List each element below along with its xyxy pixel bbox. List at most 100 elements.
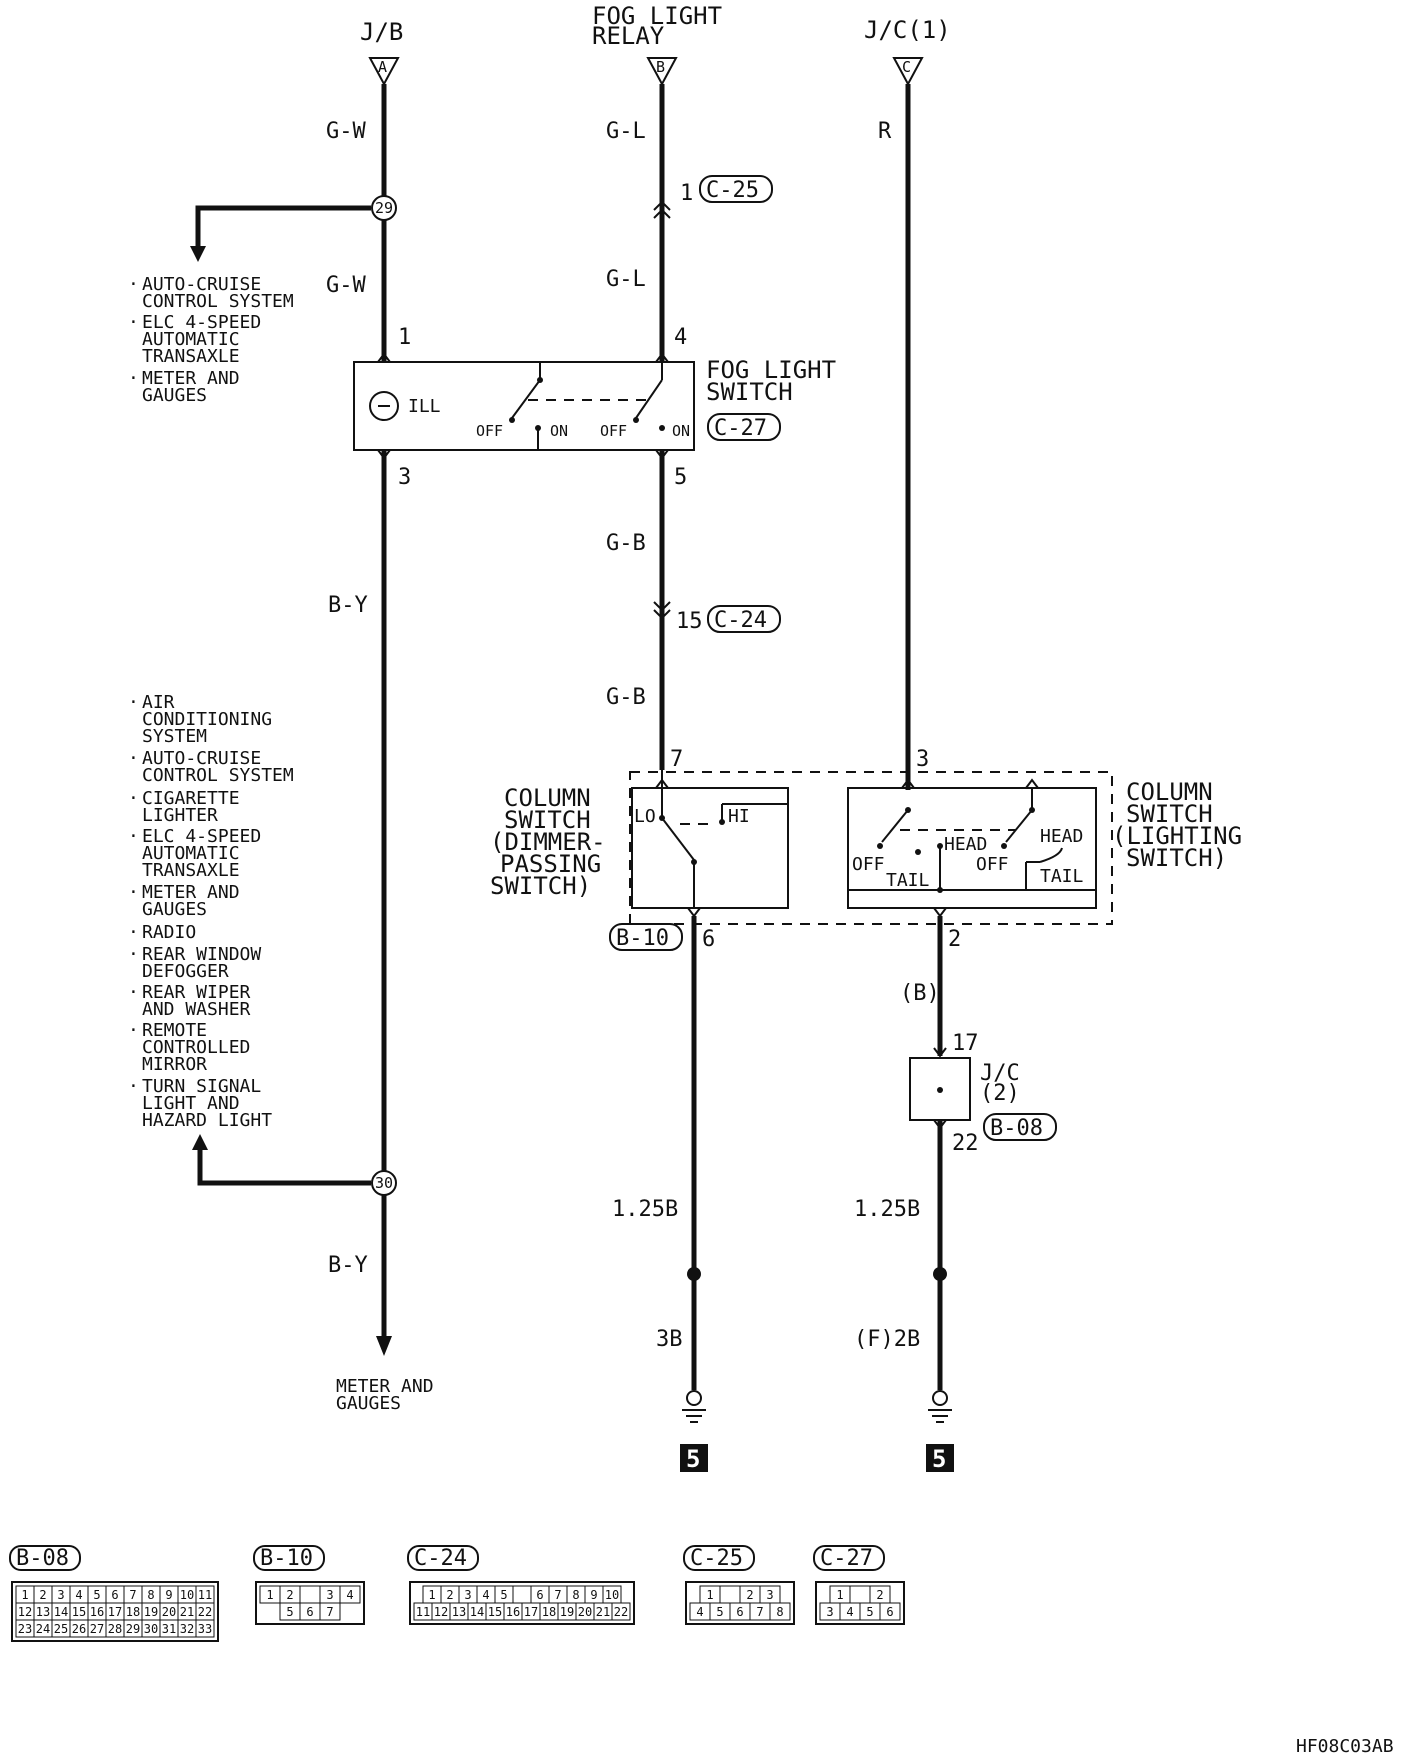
- dimmer-title-5: SWITCH): [490, 872, 591, 900]
- connector-pin-number: 11: [416, 1605, 430, 1619]
- svg-text:·: ·: [128, 982, 139, 1003]
- terminal-c: J/C(1) C: [864, 16, 951, 87]
- wire-a-color-bottom: B-Y: [328, 1253, 368, 1278]
- dimmer-hi: HI: [728, 806, 750, 827]
- wire-a-color-mid: G-W: [326, 273, 366, 298]
- pin-col-7: 7: [670, 747, 683, 772]
- connector-pin-number: 6: [111, 1588, 118, 1602]
- svg-text:CONDITIONING: CONDITIONING: [142, 709, 272, 730]
- svg-text:·: ·: [128, 944, 139, 965]
- fog-switch-title-2: SWITCH: [706, 378, 793, 406]
- svg-text:METER AND: METER AND: [142, 882, 240, 903]
- svg-text:AIR: AIR: [142, 692, 175, 713]
- connector-view-label: C-27: [820, 1546, 873, 1571]
- svg-text:GAUGES: GAUGES: [142, 385, 207, 406]
- connector-pin-number: 26: [72, 1622, 86, 1636]
- svg-text:REAR WIPER: REAR WIPER: [142, 982, 251, 1003]
- drawing-code: HF08C03AB: [1296, 1736, 1394, 1757]
- svg-text:·: ·: [128, 692, 139, 713]
- connector-pin-number: 31: [162, 1622, 176, 1636]
- wire-b-color-top: G-L: [606, 119, 646, 144]
- svg-text:AUTO-CRUISE: AUTO-CRUISE: [142, 748, 261, 769]
- lighting-title-1: COLUMN: [1126, 778, 1213, 806]
- svg-text:LIGHTER: LIGHTER: [142, 805, 218, 826]
- svg-text:GAUGES: GAUGES: [336, 1393, 401, 1414]
- connector-pin-cell: [769, 1602, 791, 1621]
- wire-c: R 3: [878, 84, 929, 790]
- wire-dimmer-ground: B-10 6 1.25B 3B 5: [609, 916, 715, 1473]
- dimmer-ground-color-2: 3B: [656, 1327, 683, 1352]
- conn-c25-label: C-25: [706, 178, 759, 203]
- wire-b-color-low2: G-B: [606, 685, 646, 710]
- connector-pin-number: 7: [756, 1605, 763, 1619]
- lighting-off-2: OFF: [976, 854, 1009, 875]
- fog-on-2: ON: [672, 422, 690, 440]
- lighting-head-1: HEAD: [944, 834, 987, 855]
- svg-text:GAUGES: GAUGES: [142, 899, 207, 920]
- connector-pin-number: 23: [18, 1622, 32, 1636]
- svg-text:REAR WINDOW: REAR WINDOW: [142, 944, 261, 965]
- svg-text:AND WASHER: AND WASHER: [142, 999, 251, 1020]
- pin-fog-3: 3: [398, 465, 411, 490]
- pin-c24: 15: [676, 609, 703, 634]
- svg-text:·: ·: [128, 274, 139, 295]
- svg-text:·: ·: [128, 748, 139, 769]
- dimmer-passing-switch: LO HI COLUMN SWITCH (DIMMER- PASSING SWI…: [490, 770, 789, 918]
- connector-pin-cell: [195, 1619, 215, 1638]
- connector-pin-number: 20: [578, 1605, 592, 1619]
- connector-pin-number: 3: [826, 1605, 833, 1619]
- svg-text:TRANSAXLE: TRANSAXLE: [142, 860, 240, 881]
- connector-pin-number: 4: [696, 1605, 703, 1619]
- svg-text:CIGARETTE: CIGARETTE: [142, 788, 240, 809]
- ground-number-2: 5: [932, 1445, 946, 1473]
- connector-pin-number: 3: [57, 1588, 64, 1602]
- svg-text:·: ·: [128, 312, 139, 333]
- connector-pin-number: 9: [590, 1588, 597, 1602]
- connector-pin-number: 21: [596, 1605, 610, 1619]
- connector-pin-number: 3: [326, 1588, 333, 1602]
- terminal-a-letter: A: [378, 58, 387, 76]
- connector-pin-number: 33: [198, 1622, 212, 1636]
- connector-pin-number: 27: [90, 1622, 104, 1636]
- conn-c27-label: C-27: [714, 416, 767, 441]
- connector-pin-cell: [319, 1602, 341, 1621]
- connector-pin-number: 4: [346, 1588, 353, 1602]
- connector-pin-number: 1: [836, 1588, 843, 1602]
- dimmer-title-3: (DIMMER-: [490, 828, 606, 856]
- terminal-a: J/B A: [360, 18, 403, 87]
- conn-b08-label: B-08: [990, 1116, 1043, 1141]
- connector-pin-number: 3: [766, 1588, 773, 1602]
- wire-a-color-top: G-W: [326, 119, 366, 144]
- connector-pin-number: 7: [326, 1605, 333, 1619]
- connector-pin-number: 12: [18, 1605, 32, 1619]
- connector-pin-number: 7: [129, 1588, 136, 1602]
- connector-pin-number: 6: [736, 1605, 743, 1619]
- notes-top: · AUTO-CRUISE CONTROL SYSTEM · ELC 4-SPE…: [128, 274, 294, 406]
- terminal-b-letter: B: [656, 58, 665, 76]
- junction-30: 30: [375, 1174, 393, 1192]
- fog-off-1: OFF: [476, 422, 503, 440]
- ground-number-1: 5: [686, 1445, 700, 1473]
- dimmer-lo: LO: [634, 806, 656, 827]
- connector-pin-number: 29: [126, 1622, 140, 1636]
- terminal-c-label: J/C(1): [864, 16, 951, 44]
- connector-pin-cell: [719, 1585, 741, 1604]
- lighting-tail-2: TAIL: [1040, 866, 1084, 887]
- connector-pin-number: 5: [286, 1605, 293, 1619]
- connector-pin-number: 15: [488, 1605, 502, 1619]
- svg-text:CONTROLLED: CONTROLLED: [142, 1037, 250, 1058]
- lighting-tail-1: TAIL: [886, 870, 930, 891]
- connector-pin-number: 1: [706, 1588, 713, 1602]
- fog-ill-label: ILL: [408, 396, 441, 417]
- connector-pin-number: 5: [500, 1588, 507, 1602]
- connector-pin-number: 15: [72, 1605, 86, 1619]
- conn-b10-label: B-10: [616, 926, 669, 951]
- pin-fog-5: 5: [674, 465, 687, 490]
- connector-pin-number: 24: [36, 1622, 50, 1636]
- svg-text:CONTROL SYSTEM: CONTROL SYSTEM: [142, 291, 294, 312]
- connector-pin-cell: [611, 1602, 631, 1621]
